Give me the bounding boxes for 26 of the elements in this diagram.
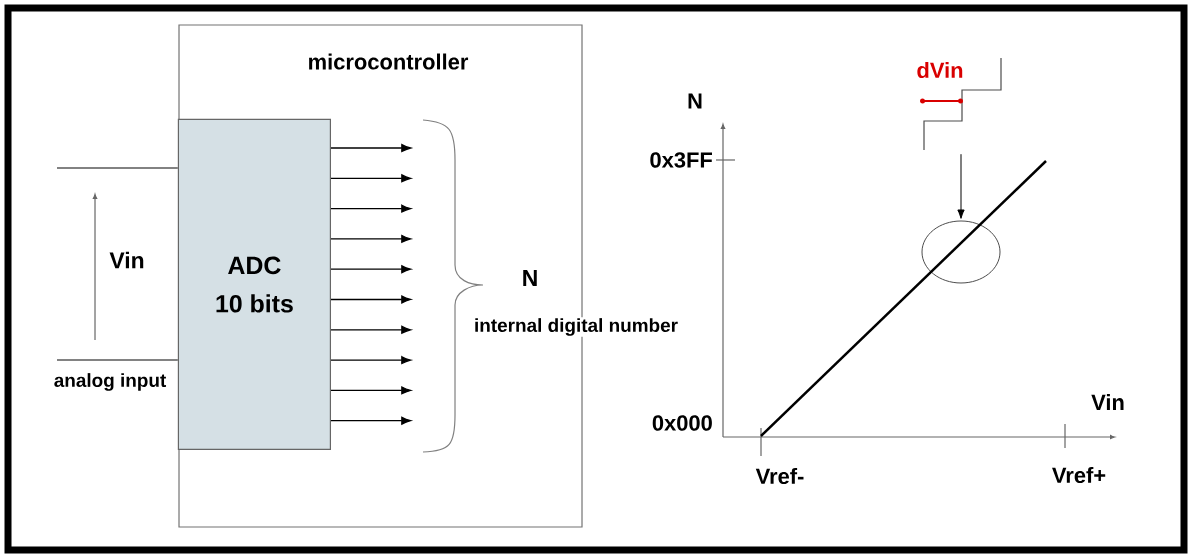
tick-label: Vref- <box>755 467 804 485</box>
adc-block: ADC 10 bits <box>177 118 331 450</box>
leader-arrow <box>330 356 412 365</box>
leader-arrow <box>330 386 412 395</box>
leader-arrow <box>330 234 412 243</box>
leader-arrow <box>330 174 412 183</box>
leader-arrow <box>957 153 965 219</box>
input-line <box>56 359 179 361</box>
leader-arrow <box>330 416 412 425</box>
input-label: analog input <box>54 373 167 391</box>
axis-label: Vin <box>1091 394 1124 410</box>
leader-arrow <box>330 325 412 334</box>
voltage-label: Vin <box>109 251 144 269</box>
zoom-circle <box>921 220 1001 284</box>
leader-arrow <box>330 204 412 213</box>
tick-label: 0x000 <box>652 415 712 431</box>
leader-arrow <box>330 295 412 304</box>
leader-arrow <box>330 144 412 152</box>
value-label: N <box>523 270 537 286</box>
leader-arrow <box>330 265 412 274</box>
tick-label: 0x3FF <box>650 152 712 168</box>
tick-label: Vref+ <box>1052 466 1106 484</box>
axis-label: N <box>688 93 702 109</box>
dimension-label: dVin <box>917 61 963 79</box>
input-line <box>56 167 179 169</box>
value-label: internal digital number <box>473 317 679 337</box>
